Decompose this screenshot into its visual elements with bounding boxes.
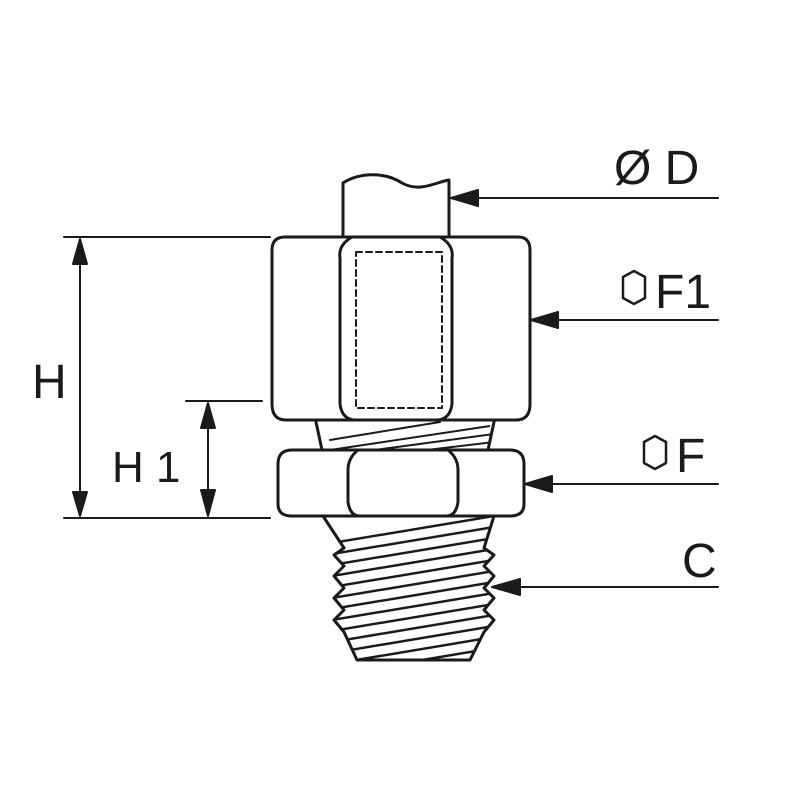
hexagon-icon	[621, 269, 647, 306]
label-diameter: Ø D	[614, 142, 699, 195]
hexagon-icon	[642, 434, 668, 471]
dimension-h1	[185, 400, 263, 517]
label-hex-lower: F	[676, 430, 705, 483]
leader-thread	[491, 578, 719, 596]
label-height-lower: H 1	[112, 443, 180, 492]
label-height: H	[32, 356, 67, 409]
label-thread: C	[682, 535, 717, 588]
dimension-h	[63, 236, 271, 519]
threaded-end	[321, 514, 496, 662]
label-hex-upper: F1	[655, 266, 711, 319]
leader-hex-upper	[530, 311, 719, 329]
leader-diameter	[450, 189, 719, 207]
upper-hex-nut	[270, 235, 532, 422]
lower-hex-nut	[276, 448, 526, 518]
thread-neck	[314, 420, 496, 452]
leader-hex-lower	[524, 475, 719, 493]
tube	[341, 173, 451, 239]
